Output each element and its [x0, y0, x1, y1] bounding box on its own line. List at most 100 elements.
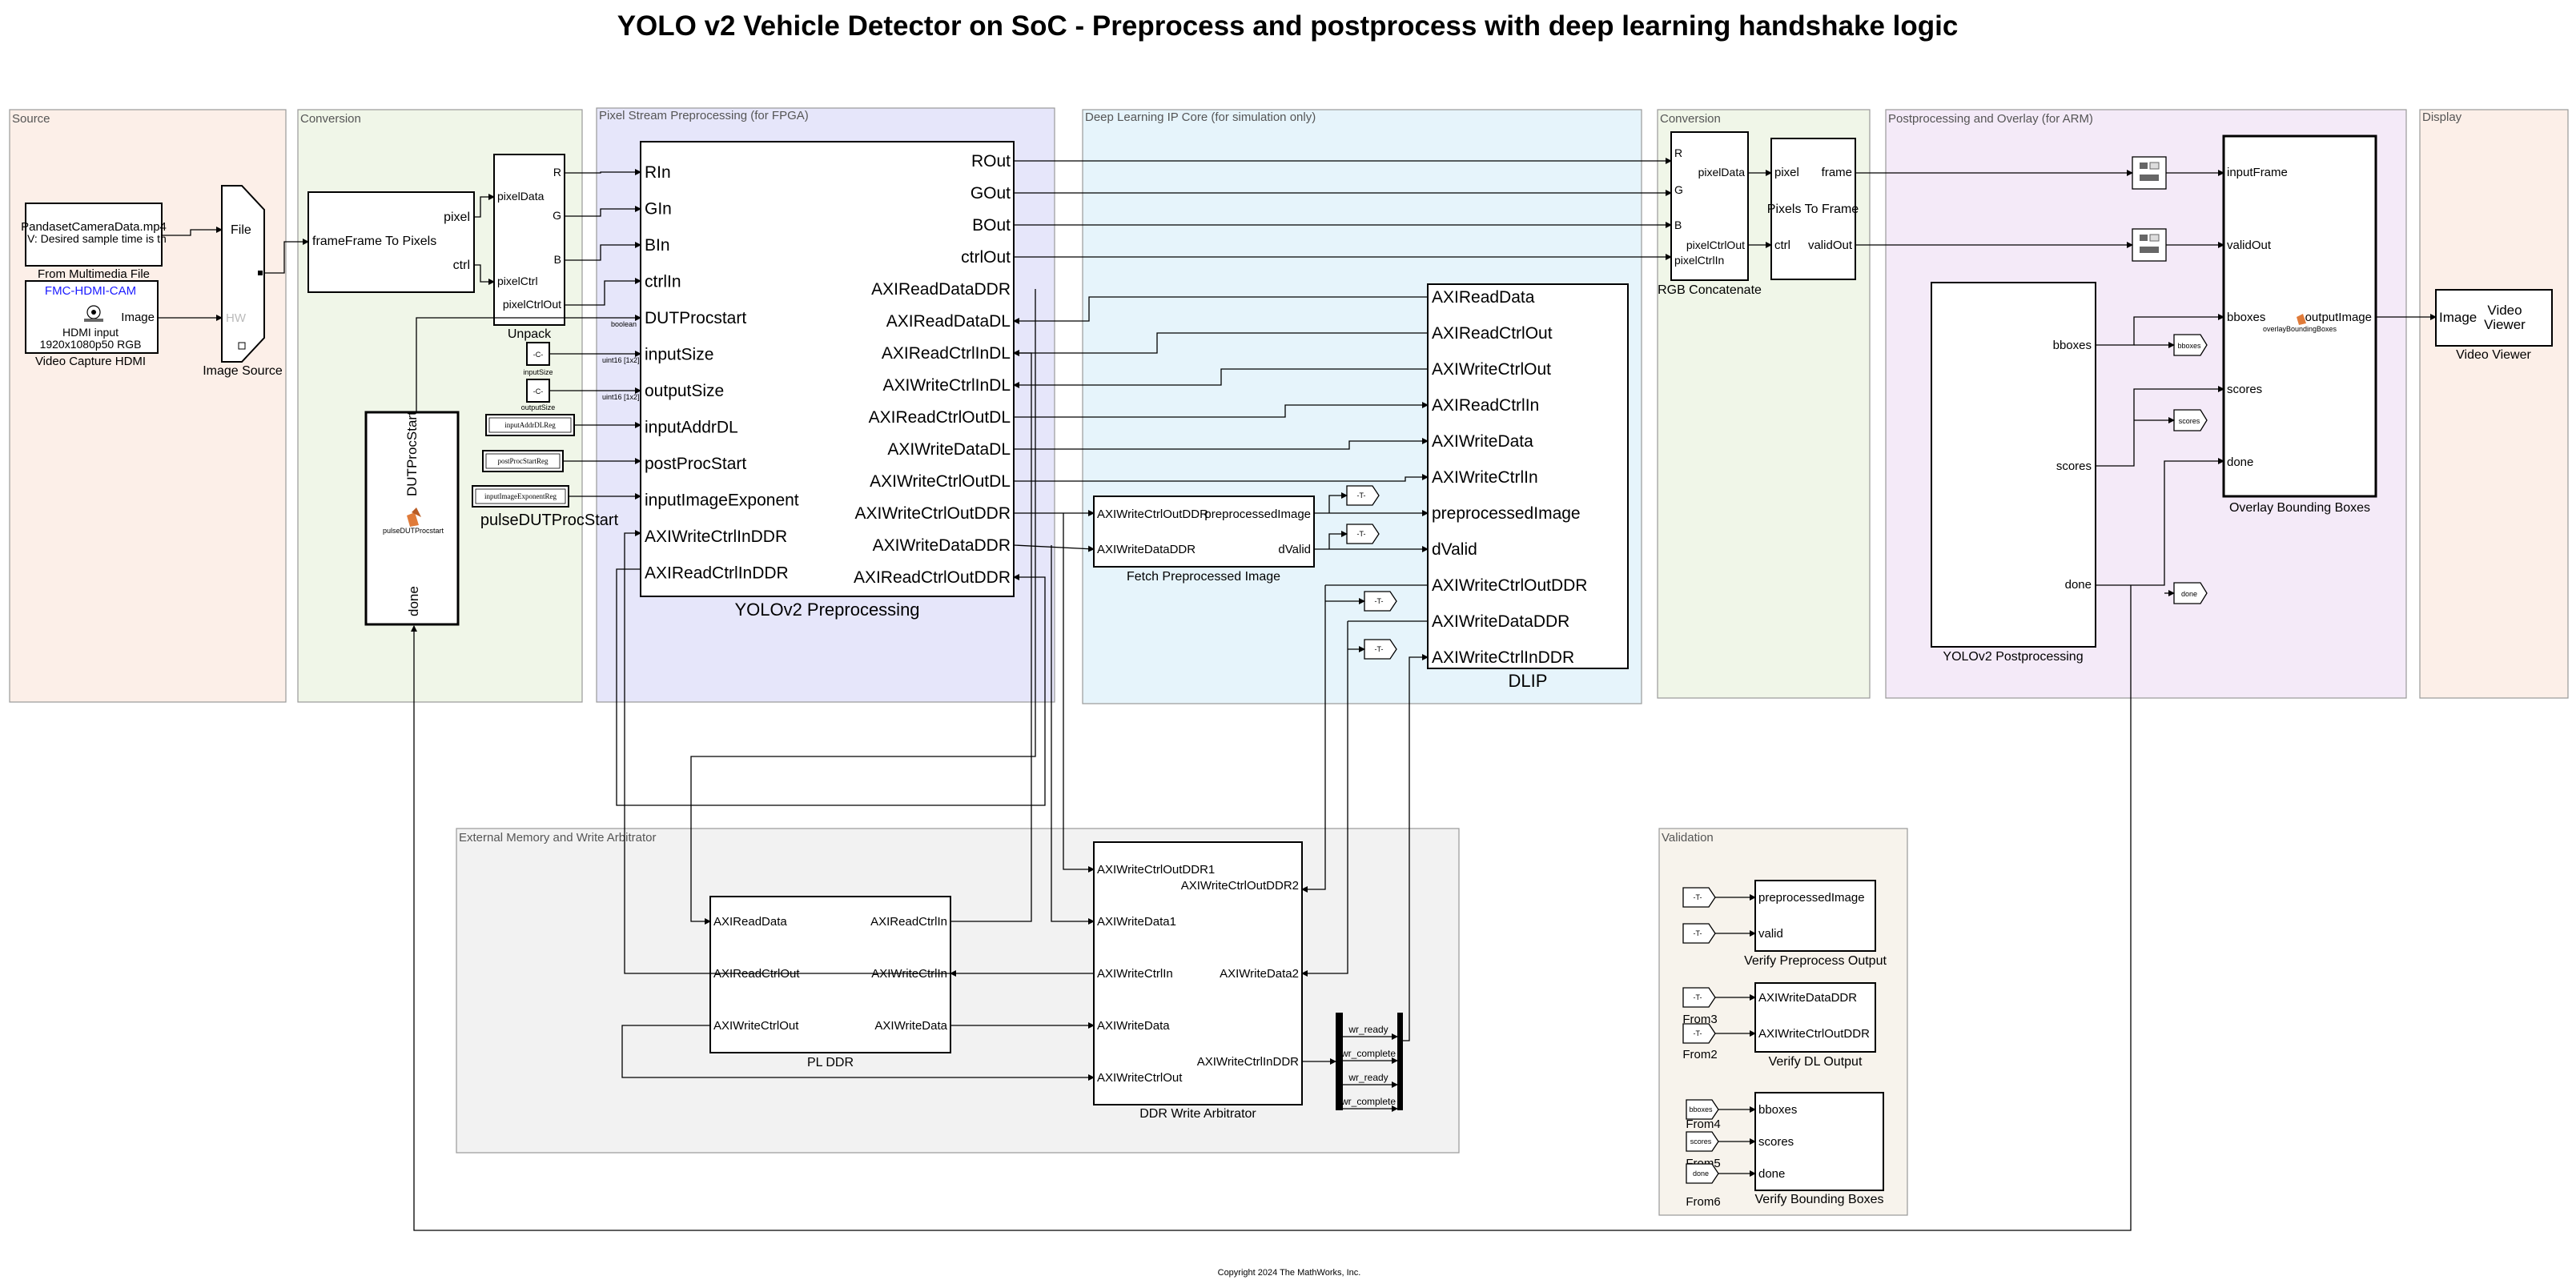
pl-ddr-block[interactable]: AXIReadData AXIReadCtrlOut AXIWriteCtrlO…	[709, 896, 951, 1069]
goto-done[interactable]: done	[2173, 582, 2208, 604]
rgb-concat-in-g: G	[1674, 183, 1683, 196]
postproc-label: YOLOv2 Postprocessing	[1943, 650, 2083, 664]
rgb-concat-in-ctrl: pixelCtrlIn	[1674, 254, 1724, 267]
arbiter-label: DDR Write Arbitrator	[1139, 1107, 1256, 1121]
goto-tag[interactable]: scores	[1686, 1131, 1719, 1152]
verify-dl-in-data: AXIWriteDataDDR	[1758, 991, 1857, 1005]
verify-bb-label: Verify Bounding Boxes	[1755, 1193, 1884, 1206]
multimedia-file-note: V: Desired sample time is th	[27, 232, 167, 245]
preproc-input-ports: RInGInBInctrlInDUTProcstartinputSizeoutp…	[645, 163, 799, 583]
input-size-constant[interactable]: -C- inputSize	[523, 342, 553, 376]
input-image-exponent-reg[interactable]: inputImageExponentReg	[472, 485, 569, 508]
region-display: Display	[2419, 109, 2569, 699]
preproc-out-port: ROut	[971, 152, 1011, 171]
dlip-port: AXIReadCtrlIn	[1432, 396, 1539, 415]
preproc-in-port: RIn	[645, 163, 671, 182]
goto-tag[interactable]: -T-	[1682, 923, 1716, 944]
arbiter-in-write-data: AXIWriteData	[1097, 1019, 1170, 1033]
image-source-hw-port: HW	[226, 311, 247, 325]
goto-tag[interactable]: done	[1686, 1163, 1719, 1184]
frame-to-pixels-in-frame: frame	[312, 235, 345, 248]
preproc-in-port: DUTProcstart	[645, 309, 746, 327]
verify-bb-in-bboxes: bboxes	[1758, 1103, 1797, 1117]
dlip-block[interactable]: DLIP AXIReadDataAXIReadCtrlOutAXIWriteCt…	[1427, 283, 1629, 691]
pulse-dut-procstart-block[interactable]: DUTProcStart pulseDUTProcstart done	[364, 411, 460, 626]
overlay-in-scores: scores	[2227, 383, 2262, 396]
frame-to-pixels-block[interactable]: frame Frame To Pixels pixel ctrl	[307, 191, 475, 293]
hdmi-camera-name: FMC-HDMI-CAM	[45, 284, 136, 298]
video-viewer-block[interactable]: Image Video Viewer Video Viewer	[2435, 289, 2553, 362]
frame-display-icon[interactable]	[2132, 156, 2167, 190]
yolov2-postprocessing-block[interactable]: bboxes scores done YOLOv2 Postprocessing	[1931, 282, 2096, 664]
frame-display-icon[interactable]	[2132, 228, 2167, 262]
frame-to-pixels-out-pixel: pixel	[444, 211, 470, 224]
signal-type-boolean: boolean	[611, 320, 637, 328]
video-capture-hdmi-block[interactable]: FMC-HDMI-CAM Image HDMI input 1920x1080p…	[25, 280, 159, 368]
preproc-out-port: AXIWriteDataDDR	[873, 536, 1011, 555]
pl-ddr-out-write-data: AXIWriteData	[874, 1019, 947, 1033]
pulse-logo-icon	[407, 508, 421, 527]
frame-to-pixels-name: Frame To Pixels	[345, 235, 436, 248]
image-source-file-port: File	[231, 223, 251, 237]
unpack-in-pixelctrl: pixelCtrl	[497, 275, 538, 287]
goto-tag[interactable]: -T-	[1682, 987, 1716, 1008]
pixels-to-frame-block[interactable]: pixel ctrl Pixels To Frame frame validOu…	[1767, 138, 1859, 280]
dlip-port: AXIWriteCtrlOutDDR	[1432, 576, 1587, 595]
from-multimedia-file-block[interactable]: PandasetCameraData.mp4 V: Desired sample…	[21, 203, 167, 281]
goto-tag[interactable]: -T-	[1364, 639, 1397, 660]
goto-tag[interactable]: bboxes	[1686, 1099, 1719, 1120]
goto-bboxes[interactable]: bboxes	[2173, 334, 2208, 356]
pulse-top-port: DUTProcStart	[404, 411, 420, 496]
ddr-write-arbitrator-block[interactable]: AXIWriteCtrlOutDDR1 AXIWriteCtrlOutDDR2 …	[1093, 841, 1303, 1121]
video-viewer-in-image: Image	[2439, 310, 2477, 325]
input-addr-dl-reg[interactable]: inputAddrDLReg	[485, 414, 575, 436]
pixels-to-frame-in-ctrl: ctrl	[1774, 239, 1790, 252]
postproc-out-bboxes: bboxes	[2053, 339, 2092, 352]
goto-tag[interactable]: -T-	[1682, 887, 1716, 908]
fetch-preprocessed-image-block[interactable]: AXIWriteCtrlOutDDR AXIWriteDataDDR prepr…	[1093, 496, 1315, 584]
dlip-port: AXIWriteDataDDR	[1432, 612, 1569, 631]
goto-tag[interactable]: -T-	[1346, 485, 1380, 506]
preproc-out-port: GOut	[971, 184, 1011, 203]
region-preprocessing-label: Pixel Stream Preprocessing (for FPGA)	[599, 109, 809, 122]
pl-ddr-in-read-data: AXIReadData	[713, 915, 787, 929]
output-size-constant[interactable]: -C- outputSize	[521, 379, 556, 411]
goto-tag[interactable]: -T-	[1346, 524, 1380, 544]
hdmi-resolution-text: 1920x1080p50 RGB	[40, 338, 142, 351]
output-size-constant-label: outputSize	[521, 403, 556, 411]
rgb-concatenate-block[interactable]: R G B pixelCtrlIn pixelData pixelCtrlOut…	[1658, 131, 1762, 297]
goto-bboxes-text: bboxes	[2177, 342, 2201, 350]
preproc-out-port: AXIReadCtrlOutDL	[869, 408, 1011, 427]
hdmi-image-port: Image	[121, 311, 155, 324]
region-source-label: Source	[12, 112, 50, 126]
overlay-bounding-boxes-block[interactable]: inputFrame validOut bboxes scores done o…	[2222, 134, 2377, 515]
goto-tag-text: done	[1693, 1170, 1709, 1178]
region-conversion-2-label: Conversion	[1660, 112, 1721, 126]
post-proc-start-reg[interactable]: postProcStartReg	[482, 450, 564, 472]
fetch-out-dvalid: dValid	[1278, 543, 1311, 556]
preproc-out-port: AXIReadDataDDR	[871, 280, 1011, 299]
goto-tag-text: -T-	[1375, 597, 1384, 605]
dlip-port: AXIWriteCtrlOut	[1432, 360, 1551, 379]
overlay-in-frame: inputFrame	[2227, 166, 2288, 179]
pixels-to-frame-name: Pixels To Frame	[1767, 203, 1859, 216]
verify-dl-label: Verify DL Output	[1769, 1055, 1863, 1069]
preproc-in-port: AXIReadCtrlInDDR	[645, 564, 789, 583]
image-source-switch[interactable]: File HW Image Source	[203, 185, 283, 378]
unpack-block[interactable]: pixelData pixelCtrl R G B pixelCtrlOut U…	[493, 154, 565, 341]
goto-tag[interactable]: -T-	[1682, 1023, 1716, 1044]
rgb-concat-out-ctrl: pixelCtrlOut	[1686, 239, 1745, 251]
frame-display-icons	[2132, 156, 2167, 262]
verify-preprocess-output-block[interactable]: preprocessedImage valid Verify Preproces…	[1744, 880, 1887, 968]
yolov2-preprocessing-block[interactable]: YOLOv2 Preprocessing RInGInBInctrlInDUTP…	[640, 141, 1015, 620]
video-viewer-name-1: Video	[2487, 303, 2522, 318]
goto-scores[interactable]: scores	[2173, 409, 2208, 431]
goto-tag[interactable]: -T-	[1364, 591, 1397, 612]
verify-bounding-boxes-block[interactable]: bboxes scores done Verify Bounding Boxes…	[1686, 1092, 1884, 1209]
output-size-constant-glyph: -C-	[533, 387, 544, 395]
unpack-in-pixeldata: pixelData	[497, 190, 545, 203]
verify-dl-output-block[interactable]: AXIWriteDataDDR AXIWriteCtrlOutDDR Verif…	[1682, 982, 1876, 1069]
region-validation-label: Validation	[1662, 831, 1714, 845]
